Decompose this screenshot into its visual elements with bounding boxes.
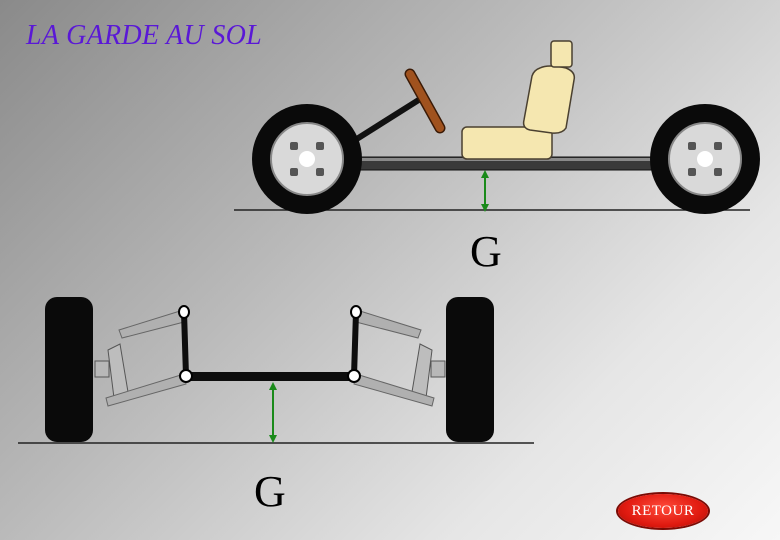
front-clearance-label: G: [254, 467, 286, 516]
right-link: [351, 311, 359, 377]
front-left-wheel-icon: [45, 297, 93, 442]
front-clearance-arrow: [269, 382, 277, 443]
seat-icon: [461, 40, 576, 160]
side-clearance-arrow: [481, 170, 489, 212]
right-wheel-icon: [650, 104, 760, 214]
left-link: [181, 311, 189, 377]
side-clearance-label: G: [470, 227, 502, 276]
left-wheel-icon: [252, 104, 362, 214]
right-hub-icon: [411, 343, 433, 399]
steering-wheel-icon: [406, 70, 444, 132]
right-upper-arm: [355, 310, 422, 339]
left-upper-arm: [118, 310, 185, 339]
retour-button[interactable]: RETOUR: [618, 494, 708, 528]
left-hub-icon: [107, 343, 129, 399]
front-right-wheel-icon: [446, 297, 494, 442]
axle-bar: [186, 372, 354, 381]
front-view-suspension: [18, 297, 534, 444]
side-view-kart: [234, 40, 760, 214]
steering-column: [350, 93, 427, 145]
left-lower-arm: [105, 373, 187, 407]
page-title: LA GARDE AU SOL: [26, 20, 263, 51]
